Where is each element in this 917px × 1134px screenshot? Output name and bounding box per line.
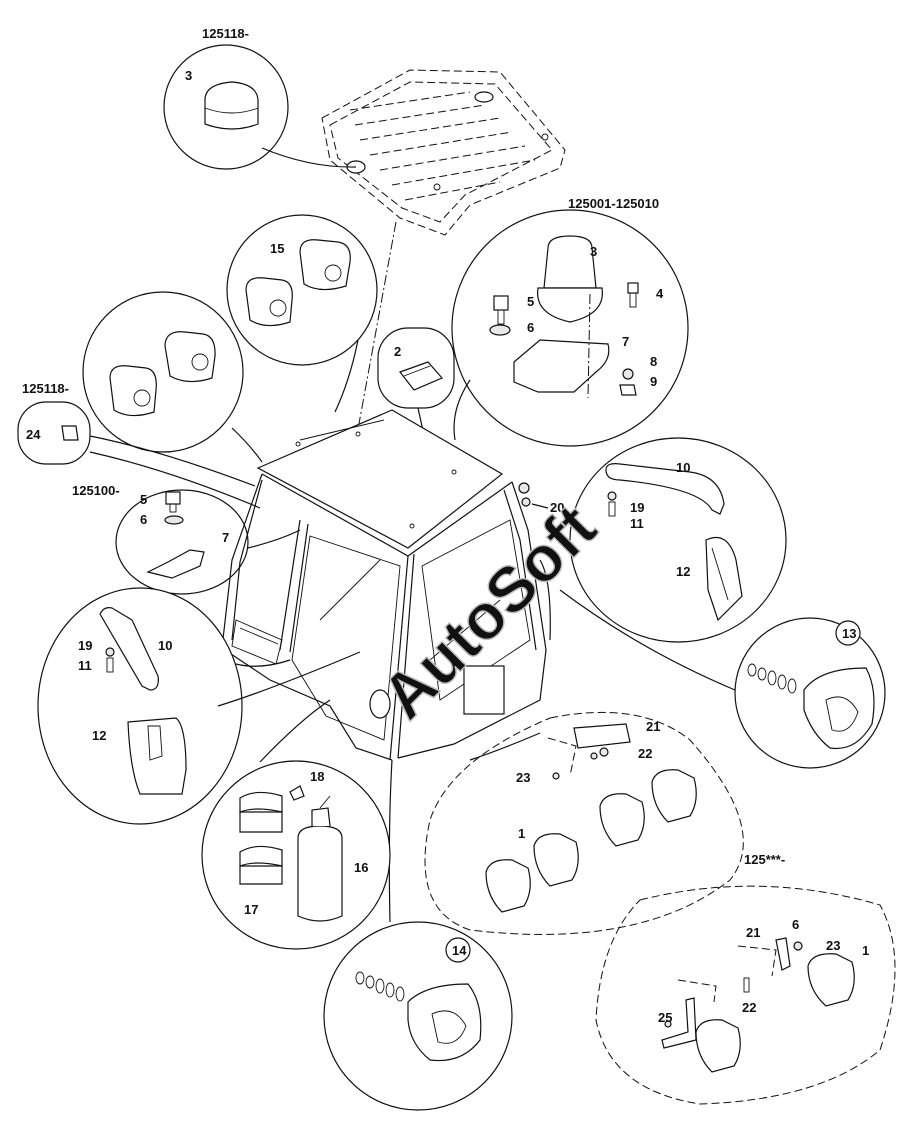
part20 [518,482,549,509]
callout-beacon-bolt: 5 [527,294,534,309]
serial-roof-top: 125118- [202,26,249,41]
callout-part2: 2 [394,344,401,359]
serial-plug-left: 125118- [22,381,69,396]
callout-br-bracket2: 25 [658,1010,672,1025]
callout-br-bracket: 21 [746,925,760,940]
callout-beacon-lamp: 3 [590,244,597,259]
callout-plug: 24 [26,427,41,442]
callout-wl-nut: 23 [516,770,530,785]
left-bracket-detail [115,489,301,595]
plug-detail [17,401,261,509]
callout-br-lamp: 1 [862,943,869,958]
callout-rh-handle: 10 [676,460,690,475]
callout-lh-handle: 10 [158,638,172,653]
bottom-right-lights-detail [595,885,896,1105]
speaker-detail-lower [82,291,263,463]
callout-fe-strap: 17 [244,902,258,917]
serial-lights-bottom-right: 125***- [744,852,785,867]
callout-beacon-washer: 6 [527,320,534,335]
callout-lamp14: 14 [452,943,467,958]
work-lights-detail [424,711,744,935]
callout-wl-bolt: 22 [638,746,652,761]
callout-beacon-nut: 9 [650,374,657,389]
callout-rh-screw: 11 [630,516,644,531]
callout-part20: 20 [550,500,564,515]
callout-fe-bottle: 16 [354,860,368,875]
roof-cap-detail [163,44,357,170]
callout-lh-screw: 11 [78,658,92,673]
cab [221,409,551,761]
extinguisher-detail [201,699,391,950]
callout-br-washer: 6 [792,917,799,932]
beacon-leader [453,379,471,441]
callout-beacon-screw: 4 [656,286,664,301]
callout-rh-mirror: 12 [676,564,690,579]
callout-lamp13: 13 [842,626,856,641]
speaker-detail-upper [226,214,378,413]
callout-lh-mirror: 12 [92,728,106,743]
callout-speakers: 15 [270,241,284,256]
callout-lh-washer: 19 [78,638,92,653]
callout-lb-bracket: 7 [222,530,229,545]
serial-bracket-left: 125100- [72,483,120,498]
callout-br-nut: 23 [826,938,840,953]
serial-beacon: 125001-125010 [568,196,659,211]
lamp14-detail [323,759,513,1111]
callout-fe-pin: 18 [310,769,324,784]
right-mirror-detail [569,437,787,643]
callout-wl-bracket: 21 [646,719,660,734]
left-mirror-detail [37,587,361,825]
roof-panel [321,69,566,236]
part2-detail [377,327,455,471]
callout-wl-lamp: 1 [518,826,525,841]
roof-centerline [355,221,397,441]
callout-beacon-washer2: 8 [650,354,657,369]
callout-roof-cap: 3 [185,68,192,83]
callout-br-bolt: 22 [742,1000,756,1015]
callout-beacon-bracket: 7 [622,334,629,349]
callout-lb-washer: 6 [140,512,147,527]
callout-rh-washer: 19 [630,500,644,515]
beacon-detail [451,209,689,447]
lamp13-detail [559,589,886,769]
callout-lb-bolt: 5 [140,492,147,507]
